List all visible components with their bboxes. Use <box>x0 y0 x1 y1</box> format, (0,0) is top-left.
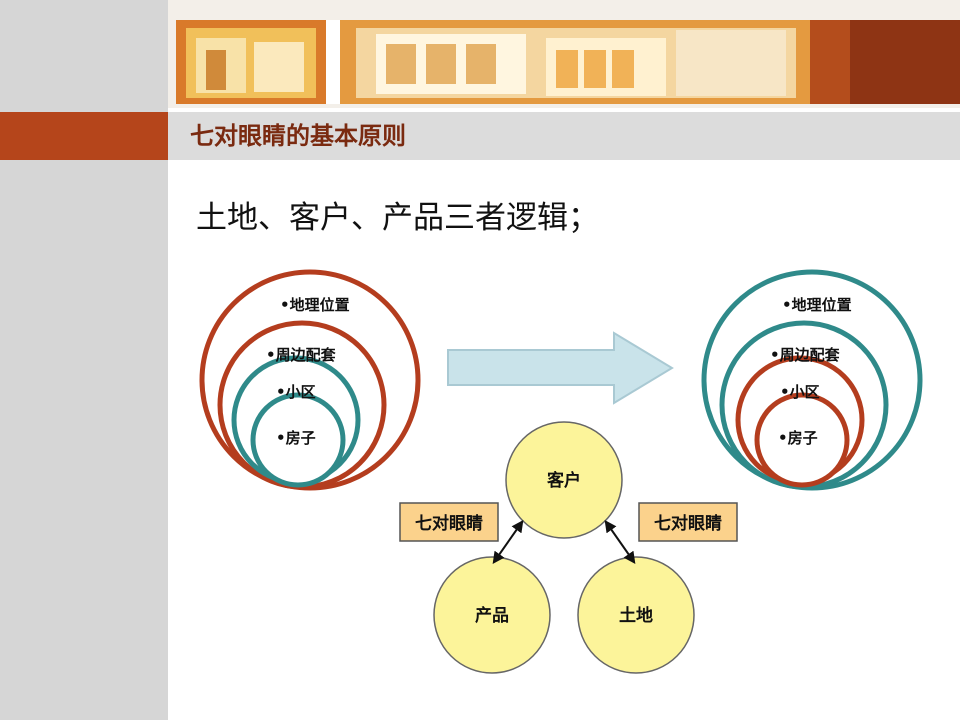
banner-strip <box>0 112 168 160</box>
node-customer <box>505 421 623 539</box>
node-land-label: 土地 <box>619 605 653 626</box>
node-land <box>577 556 695 674</box>
right-ring-house <box>754 392 850 488</box>
left-label-amenities: •周边配套 <box>266 346 337 364</box>
house-header-image <box>176 20 960 104</box>
left-label-community: •小区 <box>276 383 316 401</box>
relationship-triangle: 客户 产品 土地 七对眼睛 七对眼睛 <box>399 421 738 674</box>
left-label-house: •房子 <box>276 429 316 447</box>
right-label-community: •小区 <box>780 383 820 401</box>
left-ring-house <box>250 392 346 488</box>
slide-subtitle: 土地、客户、产品三者逻辑； <box>196 200 599 236</box>
arrow-customer-product <box>492 520 524 564</box>
right-circle-group: •地理位置 •周边配套 •小区 •房子 <box>701 269 923 491</box>
node-product-label: 产品 <box>475 605 509 626</box>
slide-title: 七对眼睛的基本原则 <box>190 122 406 150</box>
arrow-customer-land <box>604 520 636 564</box>
right-label-amenities: •周边配套 <box>770 346 841 364</box>
right-eyes-label: 七对眼睛 <box>654 513 722 534</box>
left-eyes-box <box>399 502 499 542</box>
right-label-house: •房子 <box>778 429 818 447</box>
transform-arrow <box>447 331 674 405</box>
node-customer-label: 客户 <box>546 470 581 491</box>
left-label-location: •地理位置 <box>280 296 350 314</box>
title-bar <box>168 112 960 160</box>
node-product <box>433 556 551 674</box>
left-eyes-label: 七对眼睛 <box>415 513 483 534</box>
right-label-location: •地理位置 <box>782 296 852 314</box>
right-eyes-box <box>638 502 738 542</box>
left-circle-group: •地理位置 •周边配套 •小区 •房子 <box>199 269 421 491</box>
